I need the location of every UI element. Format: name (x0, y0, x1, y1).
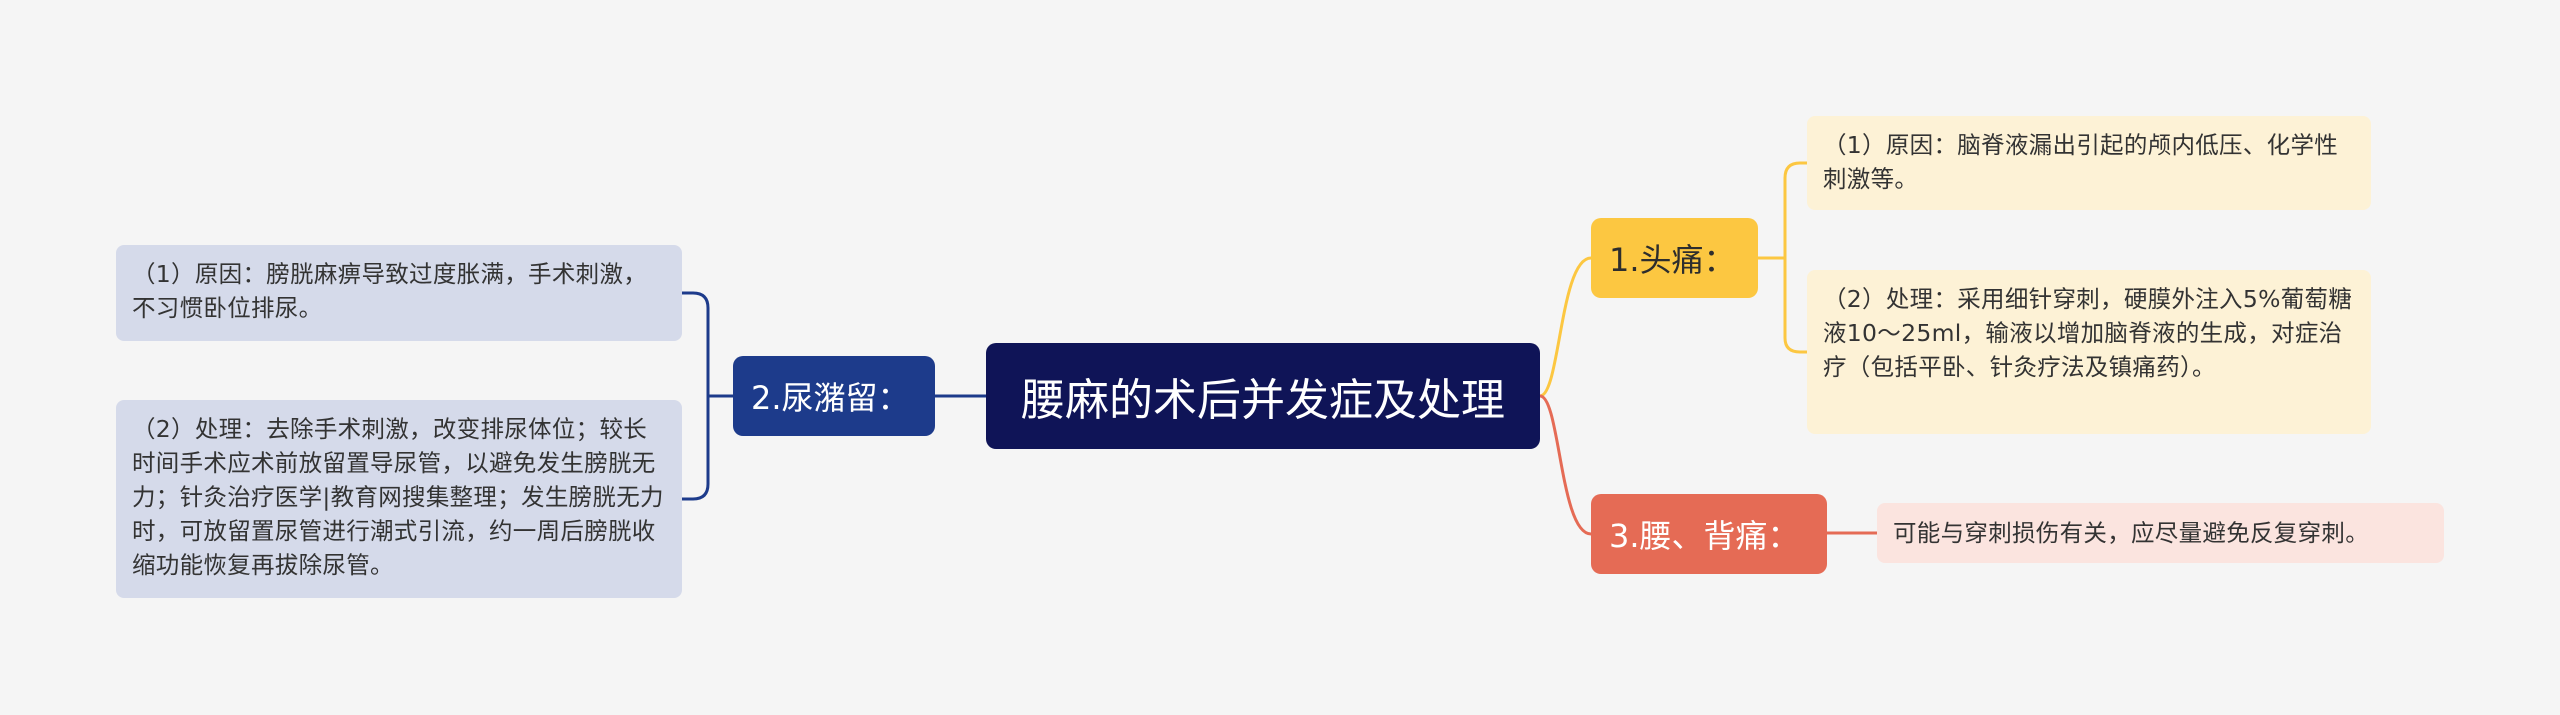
leaf-headache-treatment[interactable]: （2）处理：采用细针穿刺，硬膜外注入5%葡萄糖液10～25ml，输液以增加脑脊液… (1807, 270, 2371, 434)
branch-back-pain-label: 3.腰、背痛： (1609, 517, 1800, 555)
link-headache-leaf2 (1758, 256, 1807, 354)
branch-headache[interactable]: 1.头痛： (1591, 218, 1758, 298)
branch-back-pain[interactable]: 3.腰、背痛： (1591, 494, 1827, 574)
leaf-headache-treatment-text: （2）处理：采用细针穿刺，硬膜外注入5%葡萄糖液10～25ml，输液以增加脑脊液… (1823, 285, 2353, 381)
branch-headache-label: 1.头痛： (1609, 241, 1736, 279)
branch-urinary-retention[interactable]: 2.尿潴留： (733, 356, 935, 436)
link-urine-leaf1 (682, 291, 733, 398)
branch-urinary-retention-label: 2.尿潴留： (751, 379, 910, 417)
link-urine-leaf2 (682, 394, 733, 501)
leaf-urine-cause[interactable]: （1）原因：膀胱麻痹导致过度胀满，手术刺激，不习惯卧位排尿。 (116, 245, 682, 341)
leaf-headache-cause-text: （1）原因：脑脊液漏出引起的颅内低压、化学性刺激等。 (1823, 131, 2339, 193)
link-root-back (1539, 394, 1592, 536)
leaf-back-pain-note[interactable]: 可能与穿刺损伤有关，应尽量避免反复穿刺。 (1877, 503, 2444, 563)
root-topic[interactable]: 腰麻的术后并发症及处理 (986, 343, 1540, 449)
leaf-back-pain-note-text: 可能与穿刺损伤有关，应尽量避免反复穿刺。 (1893, 519, 2369, 547)
leaf-urine-treatment-text: （2）处理：去除手术刺激，改变排尿体位；较长时间手术应术前放留置导尿管，以避免发… (132, 415, 664, 579)
leaf-urine-cause-text: （1）原因：膀胱麻痹导致过度胀满，手术刺激，不习惯卧位排尿。 (132, 260, 648, 322)
link-root-headache (1539, 256, 1592, 398)
leaf-headache-cause[interactable]: （1）原因：脑脊液漏出引起的颅内低压、化学性刺激等。 (1807, 116, 2371, 210)
root-topic-label: 腰麻的术后并发症及处理 (1021, 375, 1505, 426)
link-headache-leaf1 (1758, 161, 1807, 260)
leaf-urine-treatment[interactable]: （2）处理：去除手术刺激，改变排尿体位；较长时间手术应术前放留置导尿管，以避免发… (116, 400, 682, 598)
